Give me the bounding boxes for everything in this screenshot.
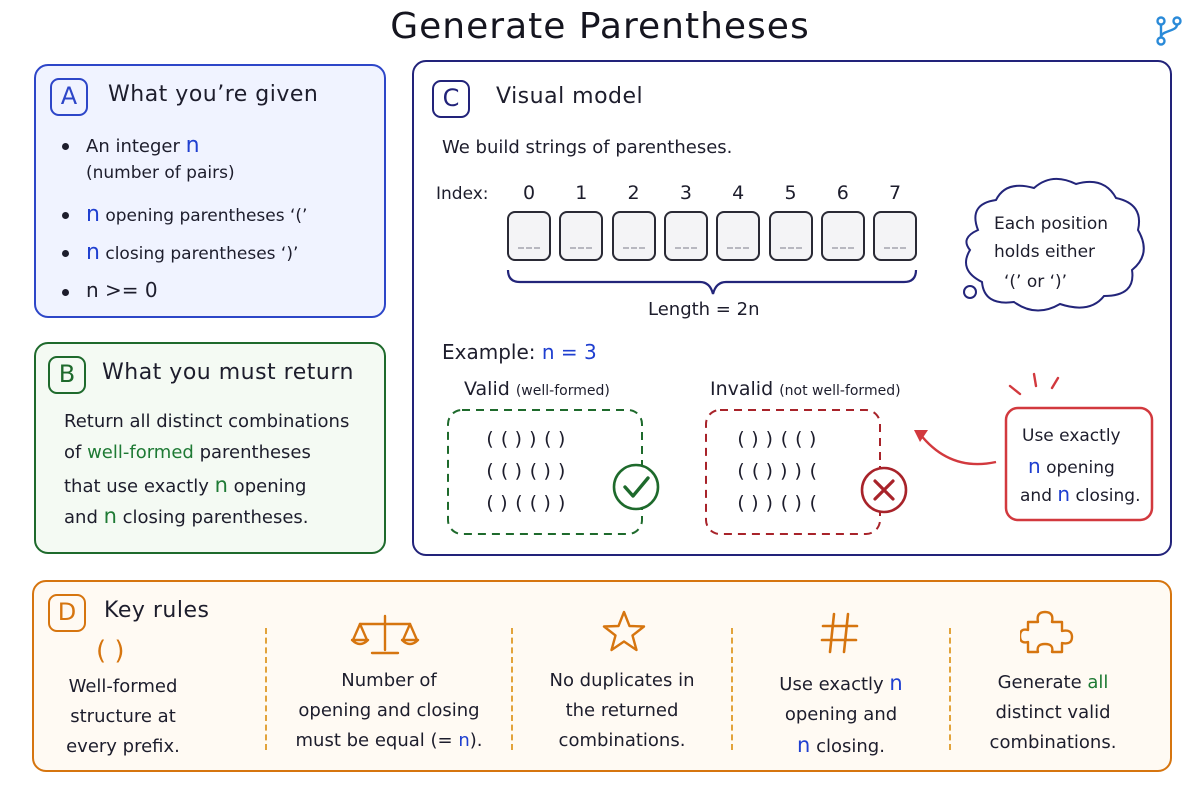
rule-exact-n: Use exactly n opening and n closing. [779,671,903,757]
invalid-title: Invalid (not well-formed) [710,378,901,400]
given-constraint: n >= 0 [86,278,158,302]
parentheses-icon: ( ) [96,636,125,666]
rule-generate-all: Generate all distinct valid combinations… [989,672,1117,753]
bullet-dot [62,250,69,257]
invalid-combination: ())(() [735,428,822,450]
return-line-1: Return all distinct combinations [64,411,350,432]
position-slot [768,211,813,261]
puzzle-icon [1020,610,1074,654]
given-integer-note: (number of pairs) [86,163,235,183]
balance-scale-icon [350,614,420,655]
invalid-combination: ())()( [735,492,822,514]
rule-divider [731,628,733,750]
index-number: 4 [732,182,745,204]
position-slot [611,211,656,261]
valid-combination: (())() [484,428,571,450]
index-number: 1 [575,182,588,204]
bullet-dot [62,212,69,219]
panel-d-badge: D [48,594,86,632]
panel-b-heading: What you must return [102,360,354,385]
index-number: 0 [522,182,536,204]
bullet-dot [62,289,69,296]
valid-combination: (()()) [484,460,571,482]
length-label: Length = 2n [648,299,760,320]
callout-line-1: Use exactly [1022,426,1121,446]
position-slot [559,211,604,261]
panel-a-heading: What you’re given [108,82,319,107]
position-slot [873,211,918,261]
panel-given [34,64,386,318]
position-slot [663,211,708,261]
index-number: 7 [889,182,902,204]
valid-combination: ()(()) [484,492,571,514]
git-branch-icon [1156,16,1182,46]
index-label: Index: [436,184,489,204]
panel-d-heading: Key rules [104,598,210,623]
star-icon [602,610,646,652]
position-slot [820,211,865,261]
rule-divider [511,628,513,750]
given-integer: An integer n [86,133,200,158]
index-number: 3 [679,182,692,204]
return-line-2: of well-formed parentheses [64,442,311,463]
index-number: 2 [627,182,640,204]
bullet-dot [62,143,69,150]
example-label: Example: n = 3 [442,340,597,364]
thought-line-1: Each position [994,214,1109,234]
rule-divider [949,628,951,750]
valid-title: Valid (well-formed) [464,378,610,400]
thought-line-2: holds either [994,242,1096,262]
position-slot [716,211,761,261]
position-slot [507,211,551,261]
given-closing: n closing parentheses ‘)’ [86,240,299,265]
hash-icon [820,612,859,654]
given-opening: n opening parentheses ‘(’ [86,202,308,227]
callout-line-2: n opening [1028,454,1115,478]
callout-line-3: and n closing. [1020,482,1141,506]
panel-c-badge: C [432,80,470,118]
panel-key-rules [32,580,1172,772]
return-line-4: and n closing parentheses. [64,504,309,528]
index-number: 6 [836,182,849,204]
thought-line-3: ‘(’ or ‘)’ [1004,272,1068,292]
page-title: Generate Parentheses [390,6,810,47]
panel-a-badge: A [50,78,88,116]
return-line-3: that use exactly n opening [64,473,307,497]
panel-b-badge: B [48,356,86,394]
model-intro: We build strings of parentheses. [442,137,733,158]
invalid-combination: (()))( [735,460,822,482]
panel-return [34,342,386,554]
index-number: 5 [784,182,797,204]
rule-divider [265,628,267,750]
panel-c-heading: Visual model [496,84,644,109]
